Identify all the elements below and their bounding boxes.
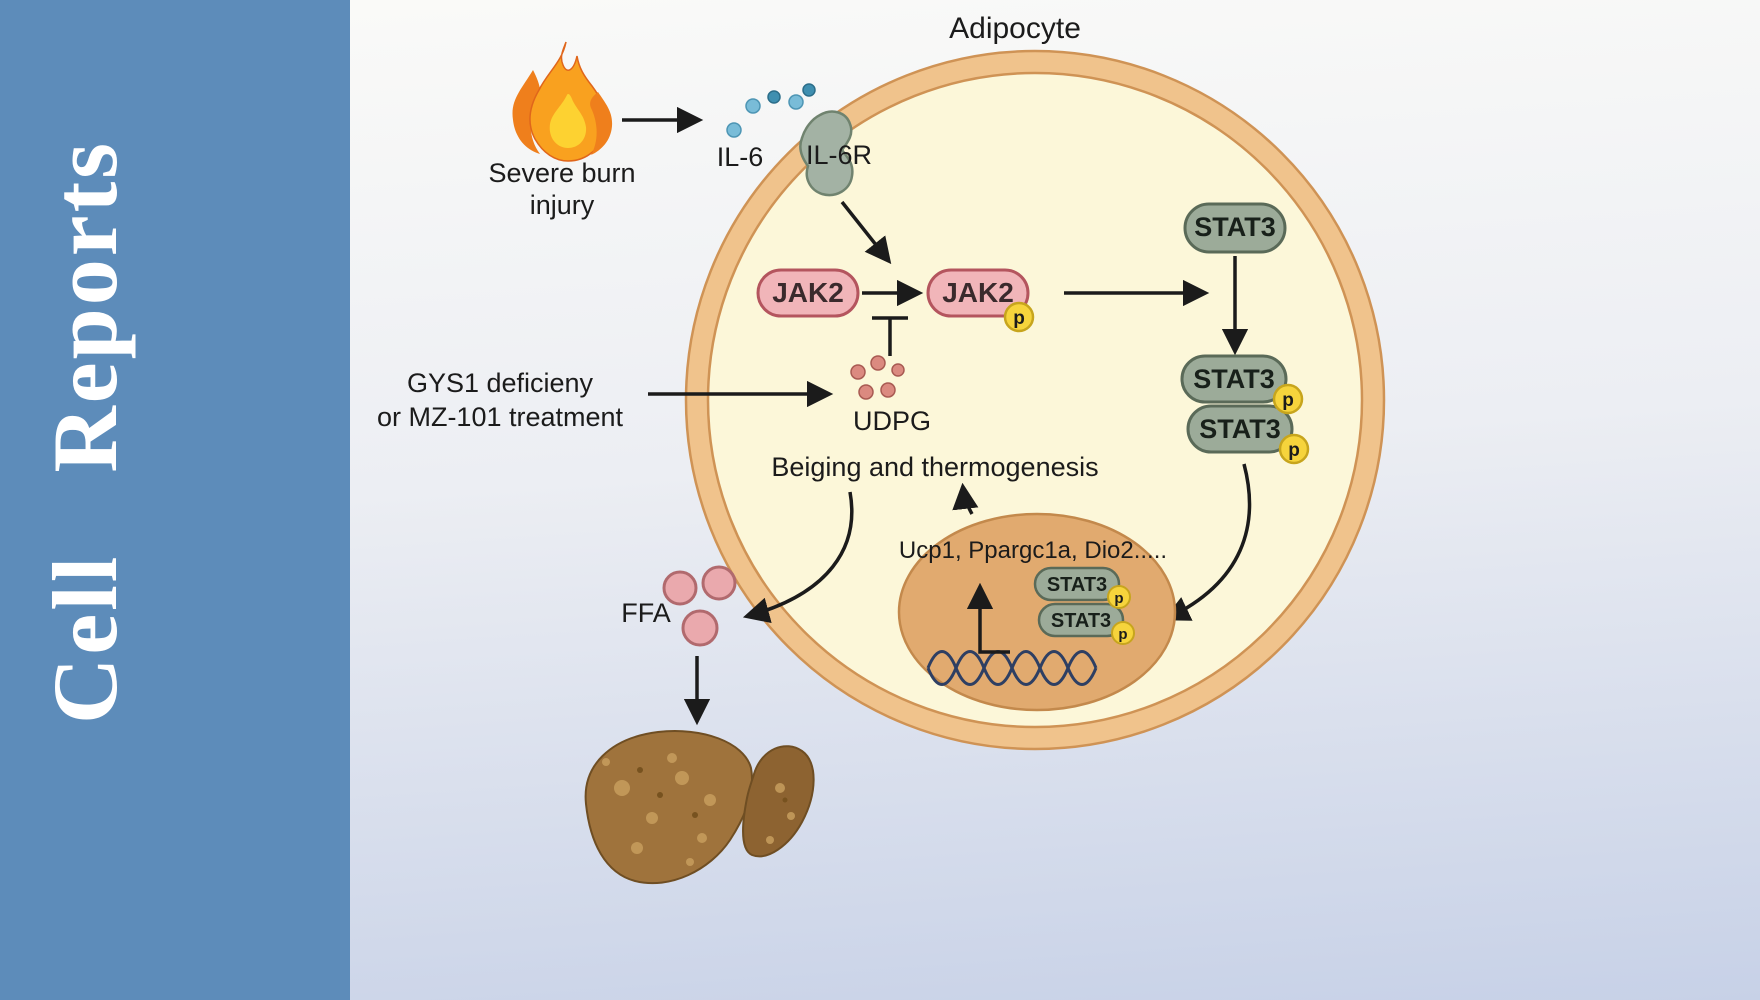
- gys1-label-line1: GYS1 deficieny: [407, 368, 594, 398]
- arrow-transcription: [966, 582, 1010, 654]
- stat3-box: STAT3: [1183, 202, 1287, 254]
- jak2-label: JAK2: [772, 277, 844, 308]
- phospho-badge: [1278, 433, 1310, 465]
- liver-illustration: [584, 730, 815, 885]
- phospho-label: p: [1118, 626, 1127, 643]
- arrow-beiging-to-ffa: [742, 491, 854, 624]
- figure-panel: Adipocyte Severe burn injury IL-6: [350, 0, 1760, 1000]
- il6r-receptor: [799, 110, 854, 197]
- jak2p-label: JAK2: [942, 277, 1014, 308]
- phospho-label: p: [1013, 308, 1025, 329]
- beiging-label: Beiging and thermogenesis: [771, 452, 1098, 482]
- pathway-diagram: Adipocyte Severe burn injury IL-6: [377, 12, 1386, 885]
- journal-sidebar: Cell Reports: [0, 0, 350, 1000]
- jak2-box: JAK2: [756, 268, 860, 318]
- udpg-molecules: [850, 355, 905, 400]
- phospho-badge: [1003, 301, 1035, 333]
- ffa-molecules: [662, 565, 737, 647]
- nuclear-stat3-top-label: STAT3: [1047, 574, 1107, 596]
- phospho-label: p: [1288, 440, 1300, 461]
- jak2-phospho-box: JAK2 p: [926, 268, 1035, 333]
- nucleus: Ucp1, Ppargc1a, Dio2..... STAT3 STAT3 p: [897, 512, 1177, 712]
- arrow-receptor-to-jak2: [840, 200, 892, 265]
- journal-title: Cell Reports: [34, 139, 136, 725]
- nuclear-stat3p-dimer: STAT3 STAT3 p p: [1033, 566, 1135, 645]
- liver-dots: [637, 767, 788, 818]
- severe-burn-label-line1: Severe burn: [488, 158, 635, 188]
- cell-title: Adipocyte: [949, 12, 1081, 45]
- target-genes-label: Ucp1, Ppargc1a, Dio2.....: [899, 537, 1167, 564]
- phospho-label: p: [1282, 390, 1294, 411]
- stat3-label: STAT3: [1194, 212, 1276, 242]
- phospho-label: p: [1114, 590, 1123, 607]
- cell-membrane-outer-line: [684, 49, 1386, 751]
- liver-spots: [602, 753, 795, 866]
- nuclear-stat3-bottom-label: STAT3: [1051, 610, 1111, 632]
- gys1-label-line2: or MZ-101 treatment: [377, 402, 624, 432]
- il6-label: IL-6: [717, 142, 764, 172]
- il6r-label: IL-6R: [806, 140, 872, 170]
- udpg-label: UDPG: [853, 406, 931, 436]
- stat3p-dimer: STAT3 STAT3 p p: [1180, 354, 1310, 465]
- stat3p-top-label: STAT3: [1193, 364, 1275, 394]
- udpg-inhibition-tbar: [872, 316, 908, 356]
- dna-helix: [926, 650, 1098, 686]
- phospho-badge: [1111, 621, 1135, 645]
- cell-membrane-inner-line: [706, 71, 1364, 729]
- ffa-label: FFA: [621, 598, 671, 628]
- stat3p-bottom-label: STAT3: [1199, 414, 1281, 444]
- severe-burn-label-line2: injury: [530, 190, 595, 220]
- phospho-badge: [1272, 383, 1304, 415]
- phospho-badge: [1107, 585, 1131, 609]
- arrow-nucleus-to-beiging: [952, 482, 979, 515]
- fire-icon: [512, 41, 613, 162]
- arrow-dimer-to-nucleus: [1163, 463, 1252, 621]
